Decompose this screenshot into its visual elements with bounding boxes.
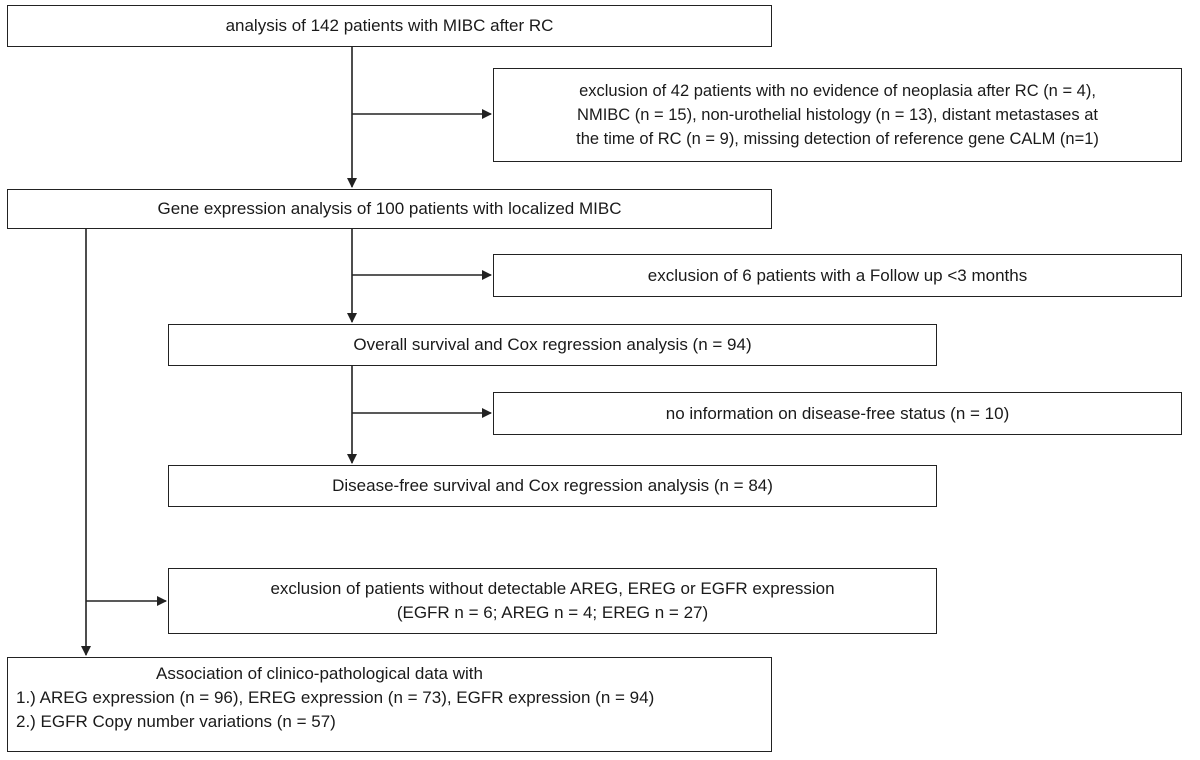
box-exclusion3-line-1: no information on disease-free status (n…	[665, 403, 1010, 423]
box-exclusion1-line-1: exclusion of 42 patients with no evidenc…	[579, 82, 1096, 100]
box-association-line-3: 2.) EGFR Copy number variations (n = 57)	[16, 712, 336, 731]
box-exclusion-42-patients: exclusion of 42 patients with no evidenc…	[493, 68, 1182, 162]
box-association-line-1: Association of clinico-pathological data…	[156, 664, 483, 683]
box-start: analysis of 142 patients with MIBC after…	[7, 5, 772, 47]
box-exclusion-followup: exclusion of 6 patients with a Follow up…	[493, 254, 1182, 297]
box-overall-survival-line-1: Overall survival and Cox regression anal…	[353, 335, 752, 354]
box-exclusion4-line-2: (EGFR n = 6; AREG n = 4; EREG n = 27)	[396, 603, 709, 622]
box-association-line-2: 1.) AREG expression (n = 96), EREG expre…	[16, 688, 655, 707]
box-exclusion1-line-3: the time of RC (n = 9), missing detectio…	[576, 130, 1099, 148]
box-start-line-1: analysis of 142 patients with MIBC after…	[225, 16, 554, 35]
box-exclusion2-line-1: exclusion of 6 patients with a Follow up…	[647, 265, 1028, 285]
box-exclusion1-line-2: NMIBC (n = 15), non-urothelial histology…	[577, 106, 1098, 124]
box-exclusion4-line-1: exclusion of patients without detectable…	[270, 579, 835, 598]
box-gene-expression: Gene expression analysis of 100 patients…	[7, 189, 772, 229]
box-disease-free-line-1: Disease-free survival and Cox regression…	[332, 476, 773, 495]
box-exclusion-undetectable-expression: exclusion of patients without detectable…	[168, 568, 937, 634]
box-association: Association of clinico-pathological data…	[7, 657, 772, 752]
box-gene-expression-line-1: Gene expression analysis of 100 patients…	[157, 199, 622, 218]
box-disease-free-survival: Disease-free survival and Cox regression…	[168, 465, 937, 507]
box-overall-survival: Overall survival and Cox regression anal…	[168, 324, 937, 366]
box-exclusion-disease-free-info: no information on disease-free status (n…	[493, 392, 1182, 435]
